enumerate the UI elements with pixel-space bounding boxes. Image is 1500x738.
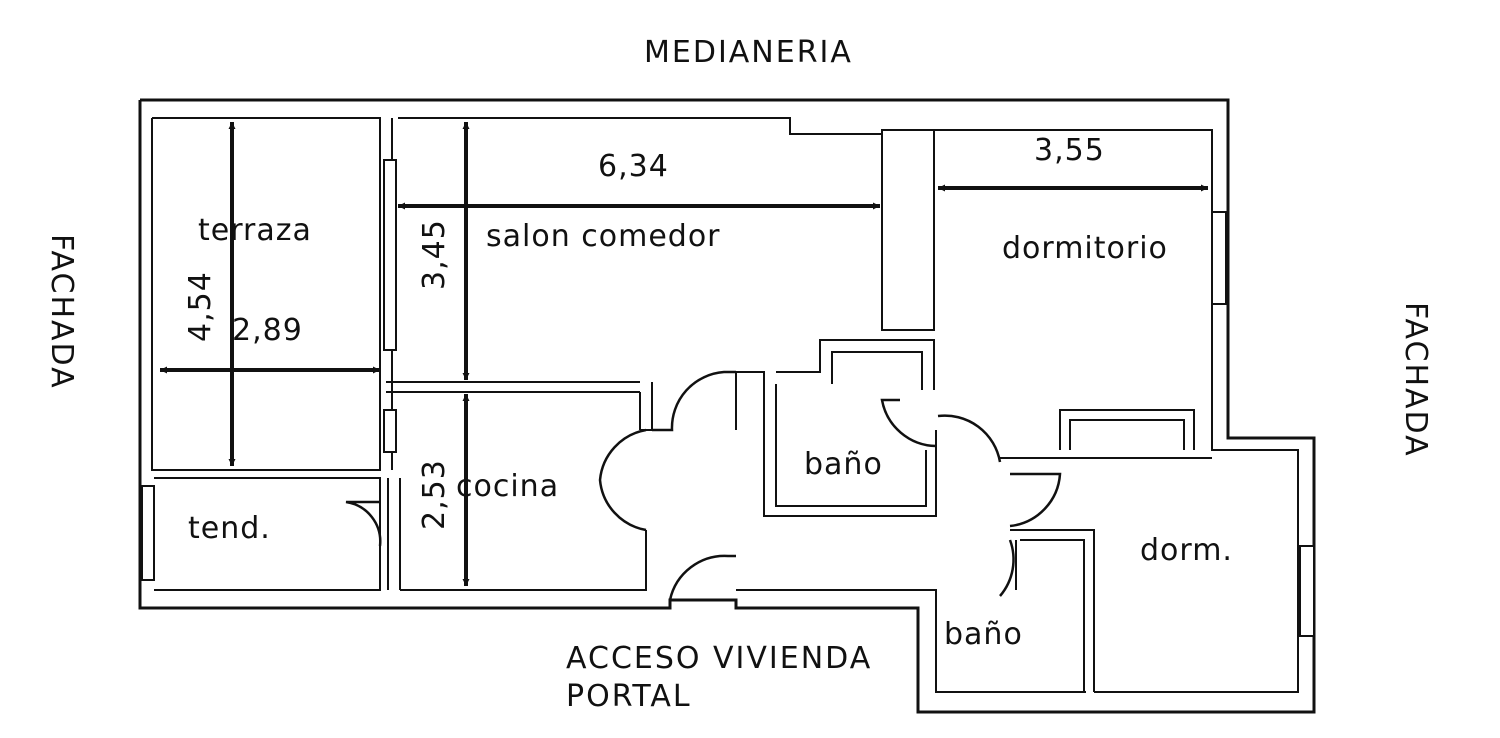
room-dorm: dorm. bbox=[1140, 533, 1233, 568]
room-dormitorio: dormitorio bbox=[1002, 231, 1168, 266]
room-salon-comedor: salon comedor bbox=[486, 219, 721, 254]
window bbox=[383, 409, 397, 453]
door-swing bbox=[999, 539, 1015, 597]
window bbox=[141, 485, 155, 581]
outer-wall-inner bbox=[736, 589, 1086, 693]
dim-cocina-depth: 2,53 bbox=[417, 459, 452, 530]
caption-fachada-right: FACHADA bbox=[1398, 302, 1433, 458]
outer-wall-inner bbox=[151, 117, 381, 471]
door-swing bbox=[1009, 472, 1062, 528]
caption-medianeria: MEDIANERIA bbox=[644, 35, 853, 70]
partition-wall bbox=[1059, 409, 1195, 450]
outer-wall-inner bbox=[892, 129, 1299, 693]
room-tend: tend. bbox=[188, 511, 271, 546]
column bbox=[881, 129, 935, 331]
bano-wall bbox=[775, 384, 927, 507]
window bbox=[1299, 545, 1315, 637]
room-cocina: cocina bbox=[456, 469, 559, 504]
outer-wall bbox=[138, 98, 1316, 714]
door-swing bbox=[937, 414, 1002, 463]
dim-dormitorio-width: 3,55 bbox=[1034, 133, 1105, 168]
dim-salon-depth: 3,45 bbox=[417, 219, 452, 290]
door-swing bbox=[598, 428, 647, 532]
partition-wall bbox=[1020, 539, 1085, 692]
room-bano-1: baño bbox=[804, 447, 883, 482]
partition-wall bbox=[1069, 419, 1185, 450]
bano-wall bbox=[735, 371, 937, 517]
bano-wall bbox=[831, 351, 923, 390]
door-swing bbox=[668, 554, 736, 601]
outer-wall-inner bbox=[400, 530, 647, 591]
door-swing bbox=[652, 370, 736, 432]
room-bano-2: baño bbox=[944, 617, 1023, 652]
partition-wall bbox=[1010, 529, 1095, 692]
dim-terraza-depth: 4,54 bbox=[183, 271, 218, 342]
window bbox=[383, 159, 397, 351]
window bbox=[1211, 211, 1227, 305]
bano-wall bbox=[776, 339, 935, 390]
room-terraza: terraza bbox=[198, 213, 312, 248]
caption-acceso-vivienda: ACCESO VIVIENDA bbox=[566, 641, 872, 676]
door-swing bbox=[880, 398, 937, 448]
door-swing bbox=[345, 500, 382, 547]
caption-portal: PORTAL bbox=[566, 679, 692, 714]
dim-salon-width: 6,34 bbox=[598, 149, 669, 184]
caption-fachada-left: FACHADA bbox=[44, 234, 79, 390]
dim-terraza-width: 2,89 bbox=[232, 313, 303, 348]
